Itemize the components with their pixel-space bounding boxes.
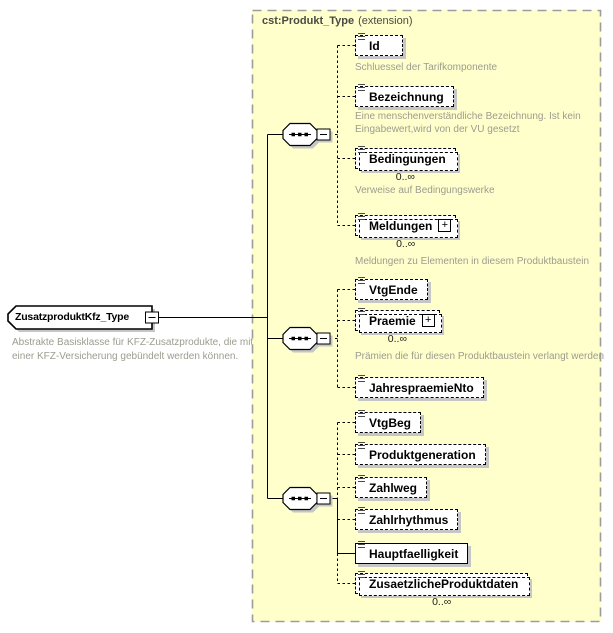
sequence-collapse-toggle[interactable] <box>316 128 331 141</box>
annotation-icon <box>358 308 365 315</box>
annotation-icon <box>358 571 365 578</box>
annotation-icon <box>358 277 365 284</box>
occurrence-label: 0..∞ <box>387 333 407 345</box>
annotation-icon <box>358 541 365 548</box>
annotation-icon <box>358 33 365 40</box>
element-box-vtgende[interactable]: VtgEnde <box>355 277 428 300</box>
element-box-id[interactable]: Id <box>355 33 403 56</box>
extension-base-type: cst:Produkt_Type <box>262 15 355 27</box>
root-element-name[interactable]: ZusatzproduktKfz_Type <box>15 311 130 323</box>
element-name: Meldungen <box>369 218 433 233</box>
annotation-icon <box>358 507 365 514</box>
group1-child-connectors <box>330 45 355 226</box>
element-box-bedingungen[interactable]: Bedingungen 0..∞ <box>355 146 458 183</box>
element-name: ZusaetzlicheProduktdaten <box>369 576 519 591</box>
annotation-icon <box>358 410 365 417</box>
extension-suffix: (extension) <box>358 15 413 27</box>
root-element-shape[interactable] <box>7 305 159 332</box>
root-annotation-line2: einer KFZ-Versicherung gebündelt werden … <box>12 351 239 362</box>
element-box-zahlweg[interactable]: Zahlweg <box>355 475 428 498</box>
trunk-lines <box>158 134 283 499</box>
annotation-text: Verweise auf Bedingungswerke <box>355 185 495 196</box>
element-name: Bedingungen <box>369 151 446 166</box>
occurrence-label: 0..∞ <box>396 238 416 250</box>
element-name: Praemie <box>369 313 416 328</box>
group2-child-connectors <box>330 289 355 388</box>
root-collapse-toggle[interactable] <box>145 311 159 324</box>
extension-border <box>251 9 602 623</box>
element-box-bezeichnung[interactable]: Bezeichnung <box>355 84 454 107</box>
element-box-jahrespraemiento[interactable]: JahrespraemieNto <box>355 375 484 398</box>
element-name: Produktgeneration <box>369 447 476 462</box>
root-annotation-line1: Abstrakte Basisklasse für KFZ-Zusatzprod… <box>12 337 254 348</box>
annotation-icon <box>358 375 365 382</box>
element-box-vtgbeg[interactable]: VtgBeg <box>355 410 421 433</box>
element-name: VtgEnde <box>369 282 418 297</box>
annotation-text: Eine menschenverständliche Bezeichnung. … <box>355 111 581 122</box>
element-name: Bezeichnung <box>369 89 444 104</box>
annotation-text: Prämien die für diesen Produktbaustein v… <box>355 351 605 362</box>
element-box-meldungen[interactable]: Meldungen + 0..∞ <box>355 213 459 250</box>
annotation-text: Eingabewert,wird von der VU gesetzt <box>355 124 520 135</box>
element-box-zahlrhythmus[interactable]: Zahlrhythmus <box>355 507 459 530</box>
element-name: Id <box>369 38 380 53</box>
sequence-collapse-toggle[interactable] <box>316 492 331 505</box>
element-box-produktgeneration[interactable]: Produktgeneration <box>355 442 486 465</box>
sequence-collapse-toggle[interactable] <box>316 332 331 345</box>
occurrence-label: 0..∞ <box>395 171 415 183</box>
expand-icon[interactable]: + <box>421 314 435 327</box>
sequence-compositor-2[interactable] <box>282 326 333 353</box>
element-box-hauptfaelligkeit[interactable]: Hauptfaelligkeit <box>355 541 469 564</box>
element-name: VtgBeg <box>369 415 411 430</box>
group3-child-connectors <box>337 422 355 584</box>
annotation-icon <box>358 84 365 91</box>
element-name: JahrespraemieNto <box>369 380 474 395</box>
element-box-praemie[interactable]: Praemie + 0..∞ <box>355 308 442 345</box>
element-box-zusaetzlicheproduktdaten[interactable]: ZusaetzlicheProduktdaten 0..∞ <box>355 571 531 608</box>
expand-icon[interactable]: + <box>438 219 452 232</box>
annotation-text: Meldungen zu Elementen in diesem Produkt… <box>355 256 590 267</box>
element-name: Hauptfaelligkeit <box>369 546 459 561</box>
group3-required-connector <box>330 498 355 554</box>
annotation-icon <box>358 213 365 220</box>
annotation-icon <box>358 442 365 449</box>
element-name: Zahlweg <box>369 480 418 495</box>
sequence-compositor-3[interactable] <box>282 486 333 513</box>
annotation-icon <box>358 475 365 482</box>
sequence-compositor-1[interactable] <box>282 122 333 149</box>
element-name: Zahlrhythmus <box>369 512 449 527</box>
annotation-text: Schluessel der Tarifkomponente <box>355 62 498 73</box>
extension-title: cst:Produkt_Type(extension) <box>262 15 413 27</box>
annotation-icon <box>358 146 365 153</box>
occurrence-label: 0..∞ <box>432 596 452 608</box>
